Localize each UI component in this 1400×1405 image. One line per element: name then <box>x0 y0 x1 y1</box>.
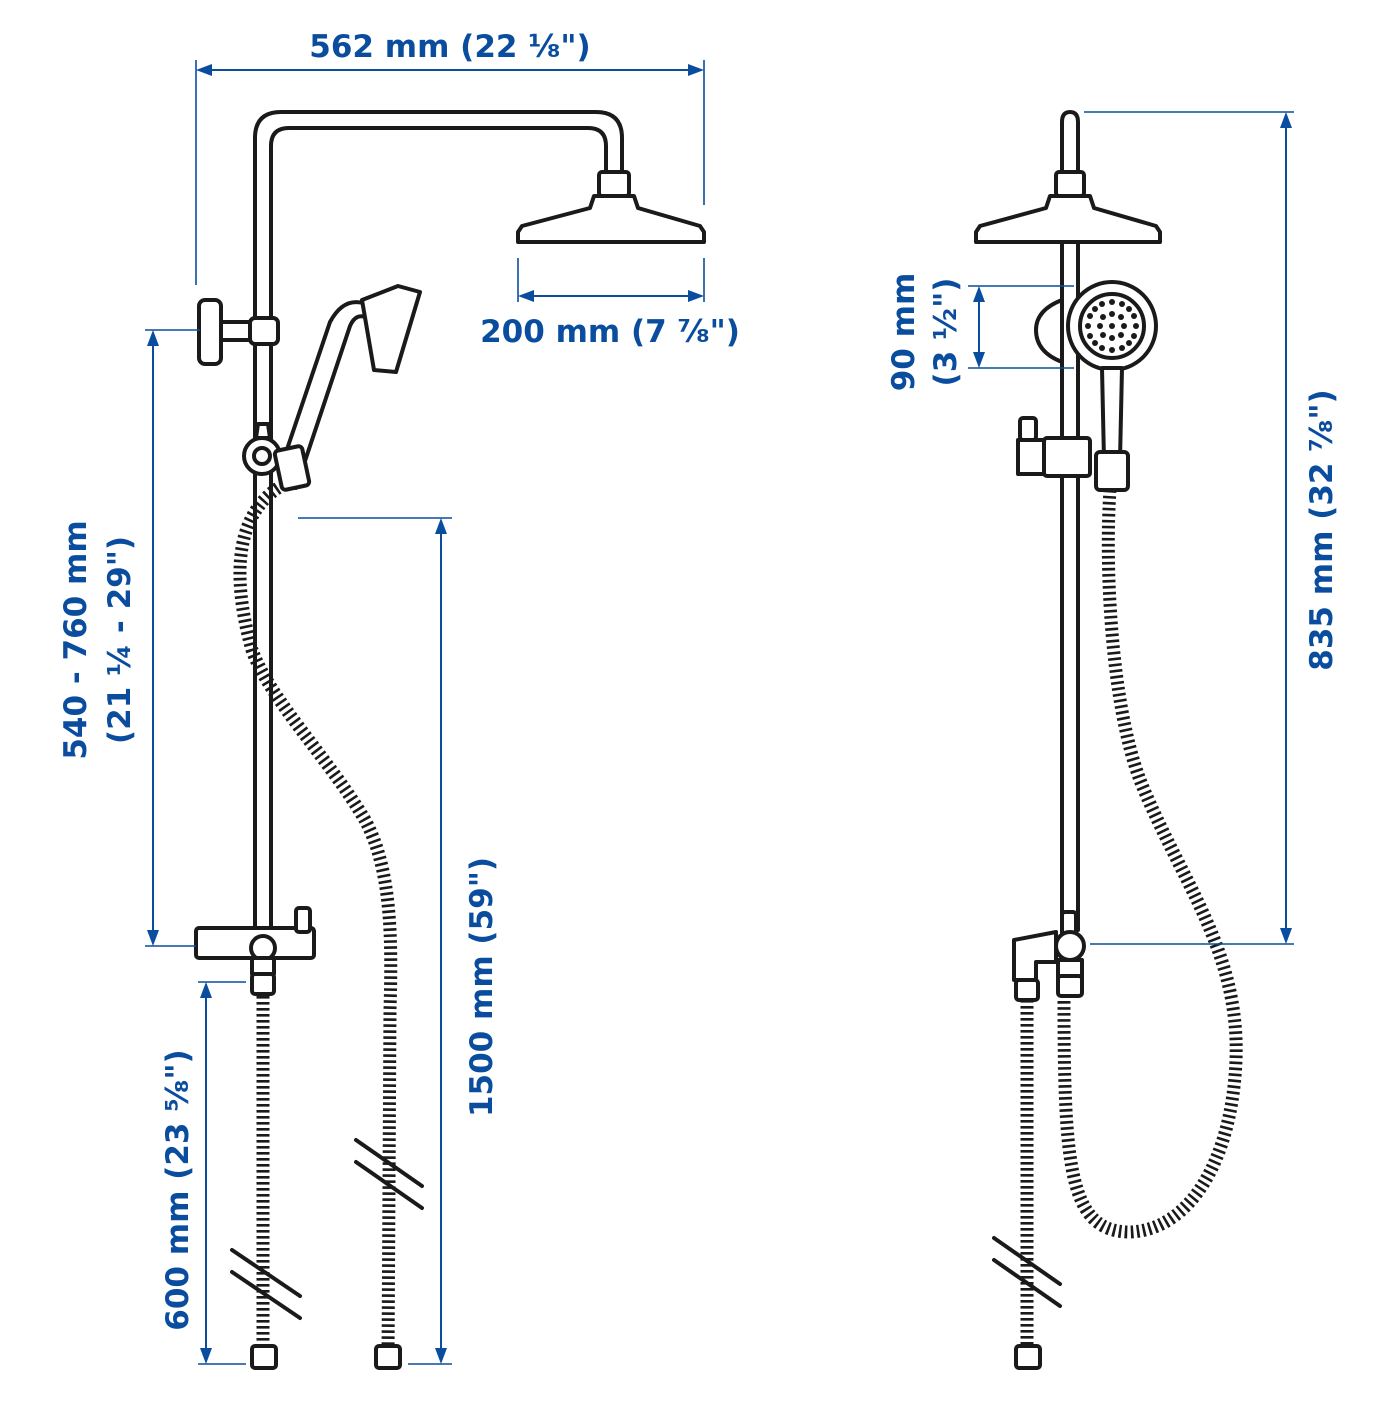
front-hand-shower-head <box>360 284 422 374</box>
dim-total-width: 562 mm (22 ⅛") <box>195 29 705 285</box>
dim-outlet-height-label: 600 mm (23 ⅝") <box>160 1049 196 1330</box>
front-head-coupling <box>597 170 631 198</box>
dim-side-height-label: 835 mm (32 ⅞") <box>1304 389 1340 670</box>
front-hand-shower-holder <box>272 444 312 492</box>
dim-hand-shower-inch: (3 ½") <box>928 278 964 387</box>
dim-total-width-label: 562 mm (22 ⅛") <box>309 29 590 65</box>
dim-head-diameter-label: 200 mm (7 ⅞") <box>480 314 740 350</box>
side-supply-hose-end <box>1014 1344 1042 1370</box>
side-view <box>974 110 1243 1370</box>
front-rail-inner <box>269 126 608 932</box>
front-supply-hose-end <box>250 1344 278 1370</box>
side-mixer-nut-left <box>1014 978 1040 1002</box>
dim-rail-height: 540 - 760 mm (21 ¼ - 29") <box>58 329 200 947</box>
side-slider-knob-top <box>1018 416 1038 442</box>
front-rail-outer <box>253 110 624 932</box>
dim-hand-shower-value: 90 mm <box>886 273 922 392</box>
side-slider-knob <box>1016 438 1046 476</box>
side-head-coupling <box>1054 170 1086 198</box>
side-mixer-valve <box>1054 930 1086 962</box>
side-wall-bracket <box>1034 298 1064 364</box>
dim-rail-height-inch: (21 ¼ - 29") <box>102 536 138 744</box>
front-shower-head <box>516 194 706 244</box>
dim-hose-length-label: 1500 mm (59") <box>464 857 500 1117</box>
dim-head-diameter: 200 mm (7 ⅞") <box>480 258 740 350</box>
side-hand-hose <box>1057 489 1243 1239</box>
front-hand-hose <box>233 482 398 1361</box>
side-hand-shower-handle <box>1100 366 1124 462</box>
side-hand-shower-nozzles <box>1085 299 1139 353</box>
front-mixer-nut <box>250 972 276 996</box>
side-break-mark <box>992 1236 1062 1308</box>
side-rail-top <box>1060 110 1080 207</box>
side-slider-body <box>1042 436 1092 478</box>
front-slider-knob-center <box>252 446 272 466</box>
dim-side-height: 835 mm (32 ⅞") <box>1084 111 1340 945</box>
dim-hand-shower: 90 mm (3 ½") <box>886 273 1074 392</box>
dim-outlet-height: 600 mm (23 ⅝") <box>160 981 246 1365</box>
dim-rail-height-value: 540 - 760 mm <box>58 520 94 759</box>
front-view <box>194 110 706 1370</box>
side-hand-shower-holder <box>1094 450 1130 492</box>
dim-hose-length: 1500 mm (59") <box>298 517 500 1365</box>
front-slider-lever <box>254 422 272 440</box>
front-mixer-lever <box>294 906 312 934</box>
front-break-mark-left <box>230 1248 302 1320</box>
side-shower-head <box>974 194 1162 244</box>
front-rail-clamp <box>248 316 280 346</box>
side-mixer-body <box>1012 930 1058 982</box>
front-hand-hose-end <box>374 1344 402 1370</box>
side-mixer-nut-right <box>1056 974 1084 998</box>
front-break-mark-right <box>354 1138 424 1210</box>
front-mixer-outlet <box>250 956 276 976</box>
front-wall-bracket-plate <box>197 298 223 366</box>
